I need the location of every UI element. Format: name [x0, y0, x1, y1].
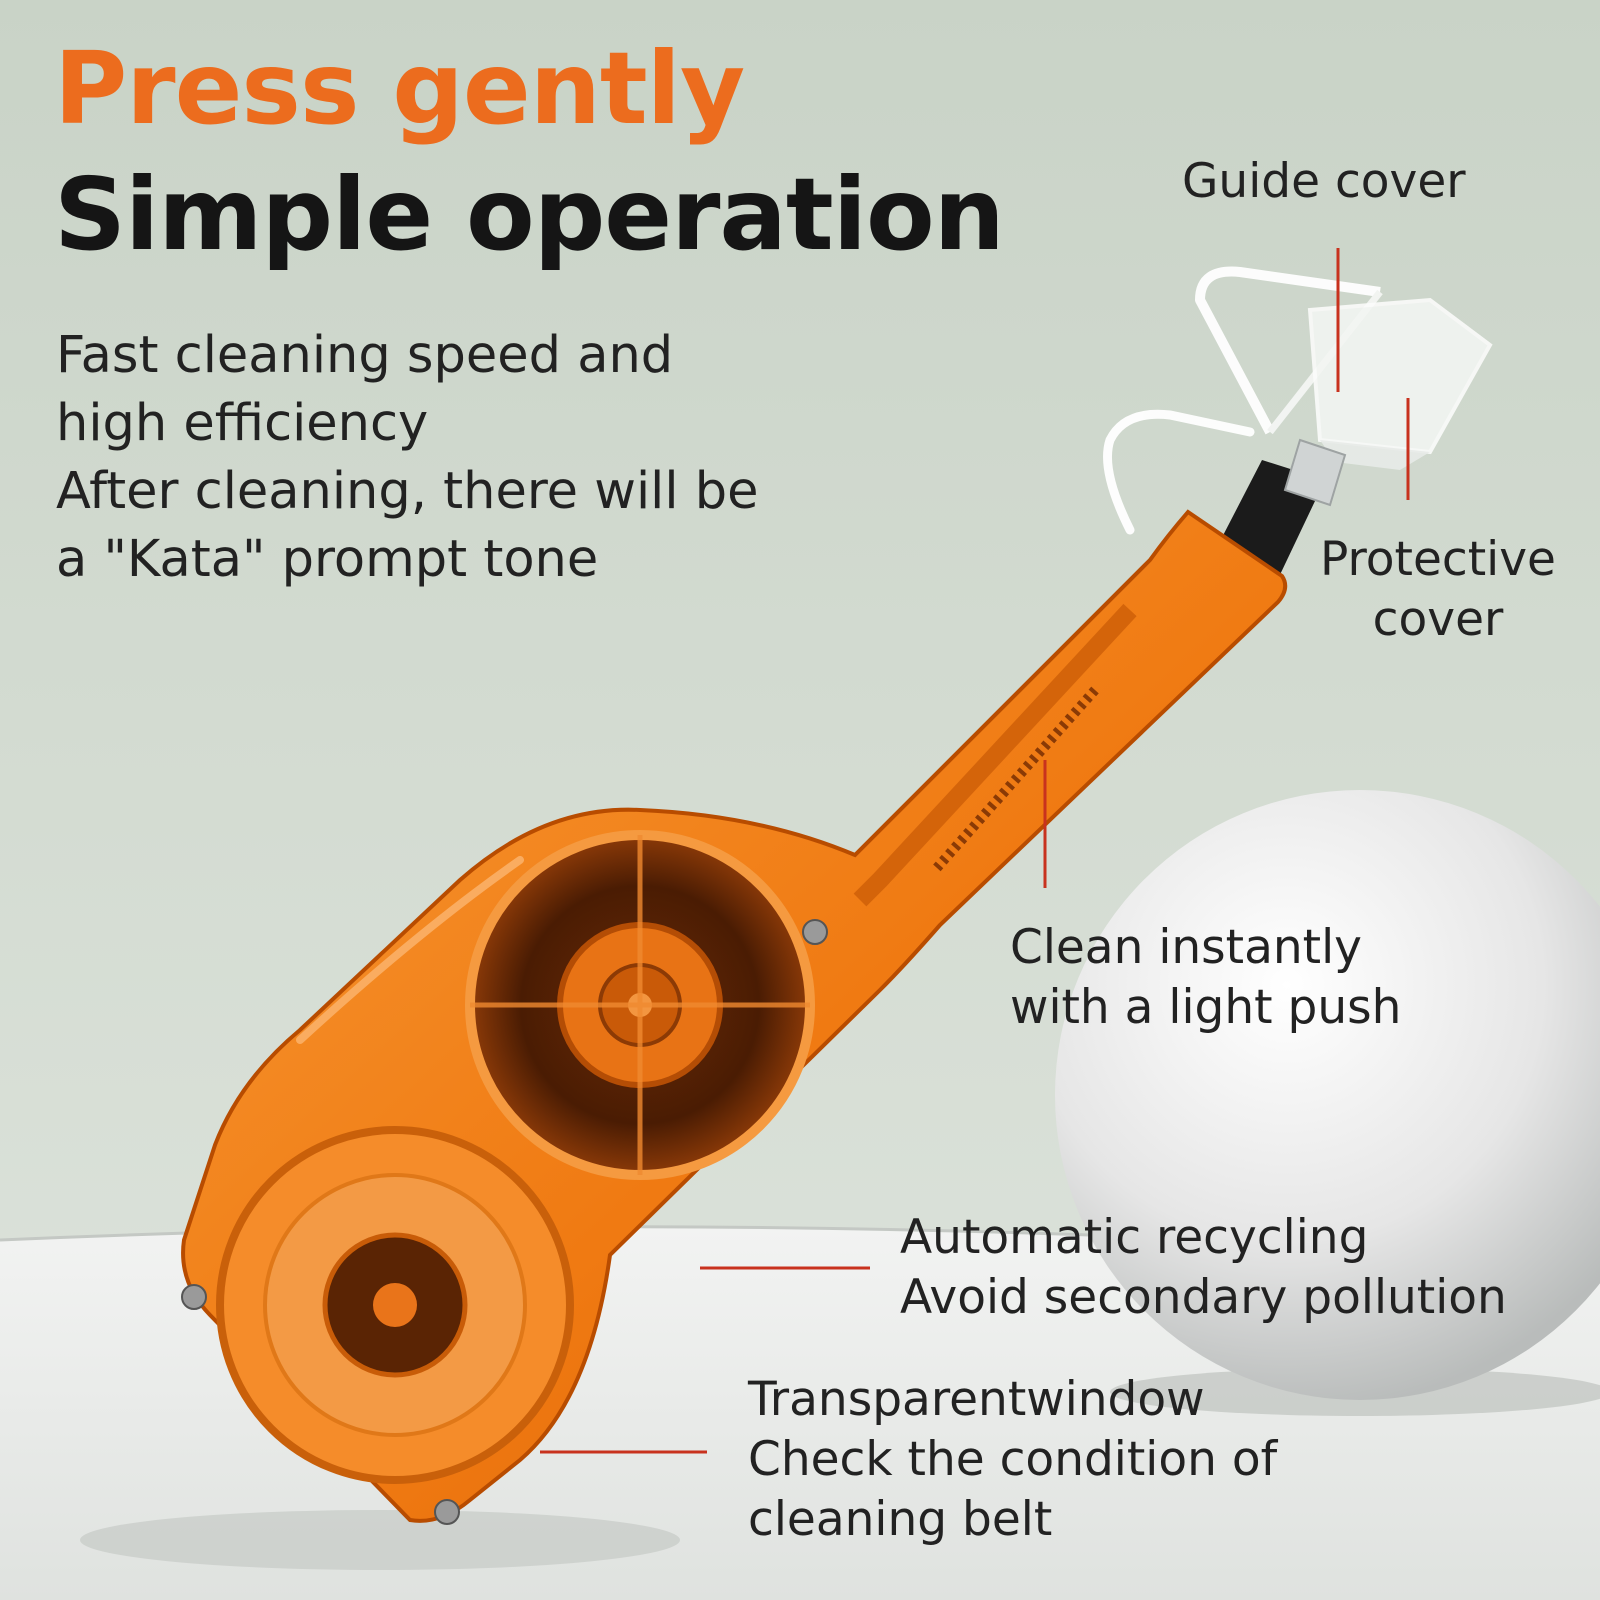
callout-protective-cover: Protective cover	[1320, 530, 1556, 650]
description: Fast cleaning speed and high efficiency …	[56, 322, 758, 594]
callout-line: Protective	[1320, 532, 1556, 587]
white-ball	[1055, 790, 1600, 1400]
headline: Press gently	[54, 30, 745, 147]
guide-cover	[1103, 266, 1493, 535]
callout-line: cover	[1372, 592, 1504, 647]
description-line: After cleaning, there will be	[56, 462, 759, 521]
callout-transparent-window: Transparentwindow Check the condition of…	[748, 1370, 1277, 1550]
callout-line: Transparentwindow	[748, 1372, 1205, 1427]
callout-line: cleaning belt	[748, 1492, 1053, 1547]
description-line: Fast cleaning speed and	[56, 326, 674, 385]
callout-recycling: Automatic recycling Avoid secondary poll…	[900, 1208, 1507, 1328]
callout-line: Clean instantly	[1010, 920, 1362, 975]
callout-line: Avoid secondary pollution	[900, 1270, 1507, 1325]
leader-lines	[540, 248, 1410, 1454]
callout-line: with a light push	[1010, 980, 1402, 1035]
cleaner-body	[181, 509, 1288, 1525]
callout-clean-push: Clean instantly with a light push	[1010, 918, 1401, 1038]
description-line: a "Kata" prompt tone	[56, 530, 599, 589]
callout-line: Automatic recycling	[900, 1210, 1369, 1265]
callout-line: Check the condition of	[748, 1432, 1278, 1487]
description-line: high efficiency	[56, 394, 429, 453]
callout-guide-cover: Guide cover	[1182, 154, 1466, 209]
subheadline: Simple operation	[54, 156, 1005, 273]
